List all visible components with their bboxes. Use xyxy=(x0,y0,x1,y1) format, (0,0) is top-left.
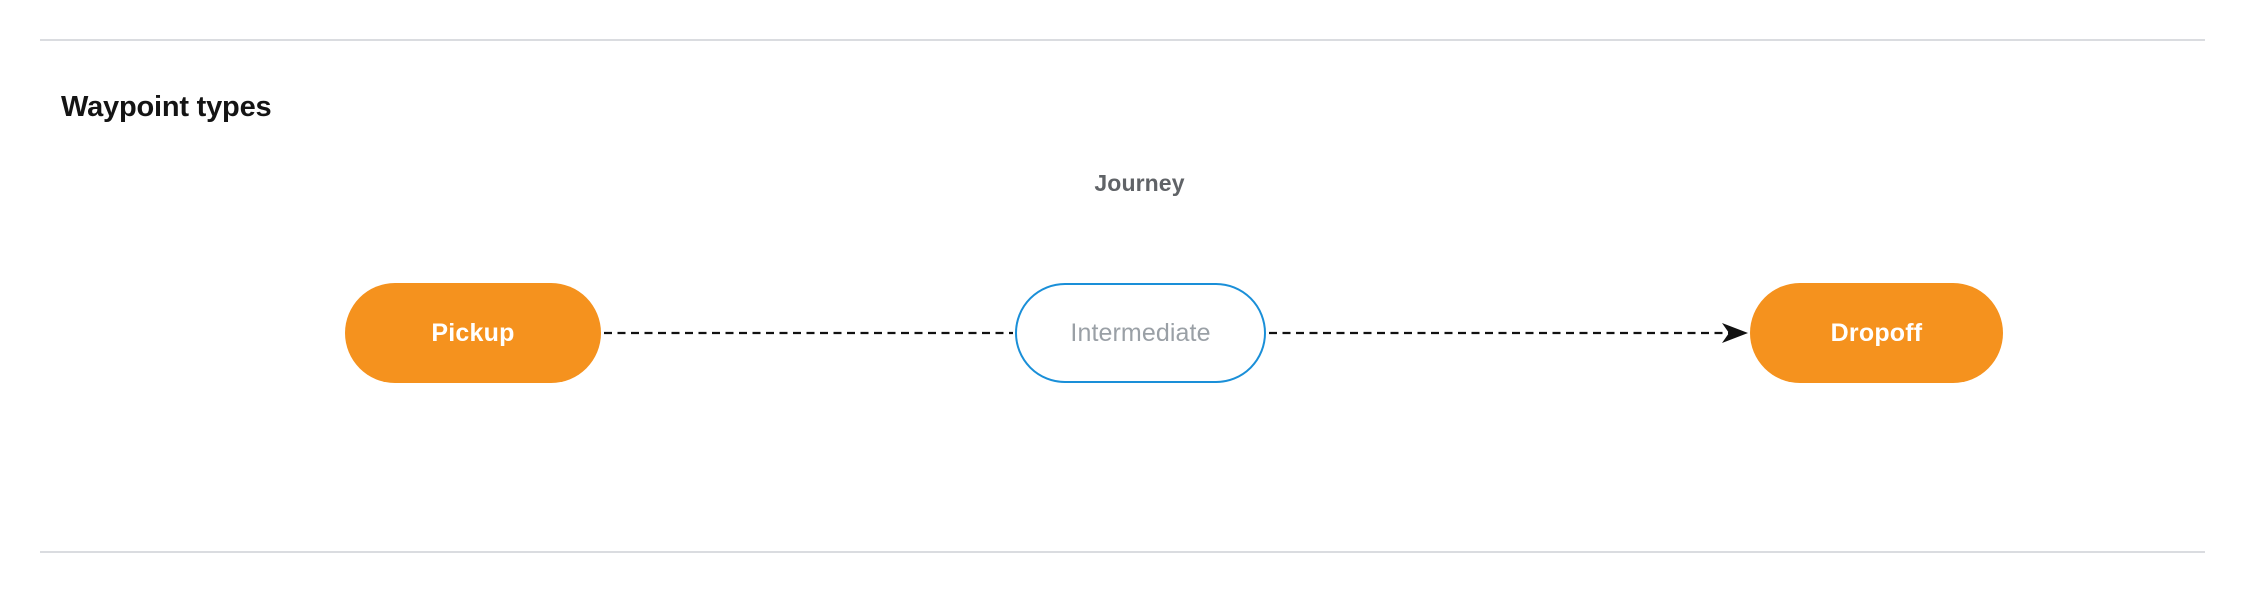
cluster-label-text: Journey xyxy=(1094,170,1185,196)
section-divider-top xyxy=(40,39,2205,41)
section-divider-bottom xyxy=(40,551,2205,553)
node-intermediate[interactable]: Intermediate xyxy=(1015,283,1266,383)
arrowhead-icon xyxy=(1722,323,1748,343)
cluster-label-journey: Journey xyxy=(0,170,2245,197)
journey-diagram: Journey Pickup Intermediate Dropoff xyxy=(0,110,2245,490)
node-pickup-label: Pickup xyxy=(431,318,515,347)
node-intermediate-label: Intermediate xyxy=(1070,318,1211,347)
node-dropoff[interactable]: Dropoff xyxy=(1750,283,2003,383)
node-dropoff-label: Dropoff xyxy=(1830,318,1923,347)
node-pickup[interactable]: Pickup xyxy=(345,283,601,383)
page-title: Waypoint types xyxy=(61,91,272,124)
